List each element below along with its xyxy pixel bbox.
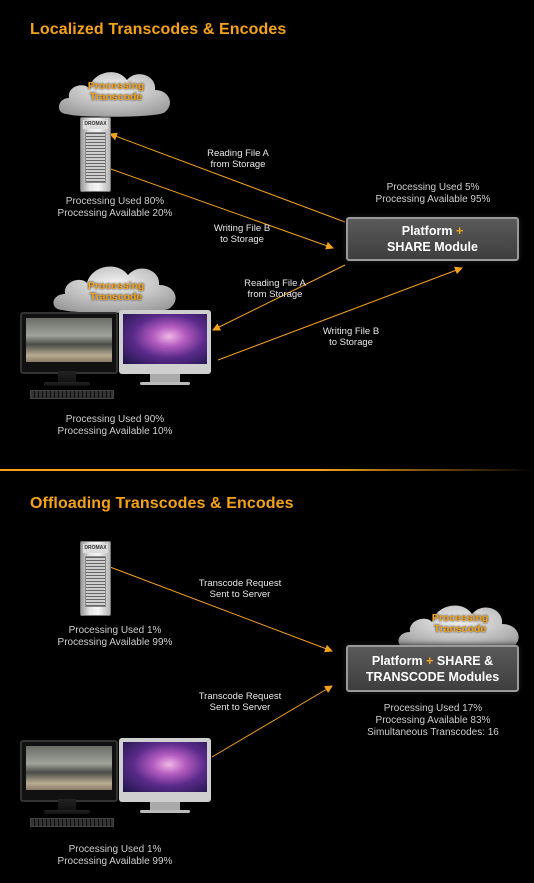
- arrow-label-read-a: Reading File A from Storage: [225, 278, 325, 300]
- workstation-monitors: [20, 738, 215, 830]
- section2-title: Offloading Transcodes & Encodes: [30, 495, 294, 512]
- arrow-label-write-b: Writing File B to Storage: [301, 326, 401, 348]
- cloud-label-line2: Transcode: [89, 91, 143, 103]
- arrow-read-a-tower: [109, 132, 346, 223]
- cloud-label-line2: Transcode: [433, 623, 487, 635]
- processing-cloud: Processing Transcode: [57, 62, 175, 122]
- keyboard: [30, 818, 114, 827]
- cloud-icon: [58, 72, 170, 117]
- processing-cloud: Processing Transcode: [51, 256, 181, 318]
- plus-sign: +: [426, 654, 434, 668]
- platform-share-module-box: Platform + SHARE Module: [346, 217, 519, 261]
- arrow-label-read-a: Reading File A from Storage: [188, 148, 288, 170]
- imac: [119, 738, 211, 802]
- arrow-label-line2: to Storage: [329, 337, 373, 348]
- transcode-modules-label: TRANSCODE Modules: [365, 670, 500, 684]
- share-module-label: SHARE Module: [387, 240, 478, 254]
- arrow-label-write-b: Writing File B to Storage: [192, 223, 292, 245]
- tower-brand-label: DROMAX: [83, 120, 108, 129]
- cloud-icon: [398, 605, 519, 651]
- arrow-label-line1: Reading File A: [207, 148, 269, 159]
- workstation-caption: Processing Used 1% Processing Available …: [40, 844, 190, 868]
- arrow-label-line1: Transcode Request: [198, 691, 282, 702]
- monitor-left: [20, 312, 118, 374]
- cloud-icon: [53, 266, 176, 313]
- arrow-read-a-workstation: [212, 264, 346, 331]
- arrow-write-b-tower: [107, 167, 334, 250]
- processing-used: Processing Used 5%: [386, 182, 480, 193]
- simultaneous-transcodes: Simultaneous Transcodes: 16: [367, 727, 499, 738]
- platform-caption: Processing Used 5% Processing Available …: [358, 182, 508, 206]
- platform-caption: Processing Used 17% Processing Available…: [358, 703, 508, 739]
- monitor-left: [20, 740, 118, 802]
- keyboard: [30, 390, 114, 399]
- processing-available: Processing Available 99%: [57, 637, 173, 648]
- arrow-label-line1: Transcode Request: [198, 578, 282, 589]
- processing-used: Processing Used 1%: [68, 625, 162, 636]
- processing-available: Processing Available 20%: [57, 208, 173, 219]
- arrow-label-line1: Writing File B: [322, 326, 380, 337]
- share-label: SHARE &: [436, 654, 494, 668]
- processing-cloud: Processing Transcode: [396, 596, 524, 656]
- platform-label: Platform: [401, 224, 453, 238]
- mac-pro-tower: DROMAX: [80, 541, 111, 616]
- platform-share-transcode-modules-box: Platform + SHARE & TRANSCODE Modules: [346, 645, 519, 692]
- arrow-label-line2: from Storage: [247, 289, 303, 300]
- arrow-transcode-request-tower: [109, 566, 333, 653]
- processing-used: Processing Used 80%: [65, 196, 165, 207]
- processing-used: Processing Used 1%: [68, 844, 162, 855]
- tower-caption: Processing Used 1% Processing Available …: [40, 625, 190, 649]
- section-divider: [0, 469, 534, 471]
- arrow-label-line2: to Storage: [220, 234, 264, 245]
- processing-available: Processing Available 99%: [57, 856, 173, 867]
- section1-title: Localized Transcodes & Encodes: [30, 21, 287, 38]
- arrow-label-line2: Sent to Server: [209, 702, 271, 713]
- processing-available: Processing Available 83%: [375, 715, 491, 726]
- arrow-write-b-workstation: [217, 266, 463, 361]
- cloud-label-line1: Processing: [431, 612, 489, 624]
- cloud-label-line1: Processing: [87, 80, 145, 92]
- arrow-label-line2: Sent to Server: [209, 589, 271, 600]
- workstation-caption: Processing Used 90% Processing Available…: [40, 414, 190, 438]
- arrow-label-line1: Writing File B: [213, 223, 271, 234]
- mac-pro-tower: DROMAX: [80, 117, 111, 192]
- plus-sign: +: [455, 224, 464, 238]
- tower-brand-label: DROMAX: [83, 544, 108, 553]
- processing-used: Processing Used 90%: [65, 414, 165, 425]
- processing-available: Processing Available 10%: [57, 426, 173, 437]
- workstation-monitors: [20, 310, 215, 402]
- tower-caption: Processing Used 80% Processing Available…: [40, 196, 190, 220]
- arrow-label-transcode-request: Transcode Request Sent to Server: [180, 691, 300, 713]
- arrow-transcode-request-workstation: [211, 685, 333, 758]
- cloud-label-line1: Processing: [87, 280, 145, 292]
- platform-label: Platform: [371, 654, 423, 668]
- imac: [119, 310, 211, 374]
- processing-available: Processing Available 95%: [375, 194, 491, 205]
- cloud-label-line2: Transcode: [89, 291, 143, 303]
- processing-used: Processing Used 17%: [383, 703, 483, 714]
- arrow-label-line1: Reading File A: [244, 278, 306, 289]
- arrow-label-transcode-request: Transcode Request Sent to Server: [180, 578, 300, 600]
- arrow-label-line2: from Storage: [210, 159, 266, 170]
